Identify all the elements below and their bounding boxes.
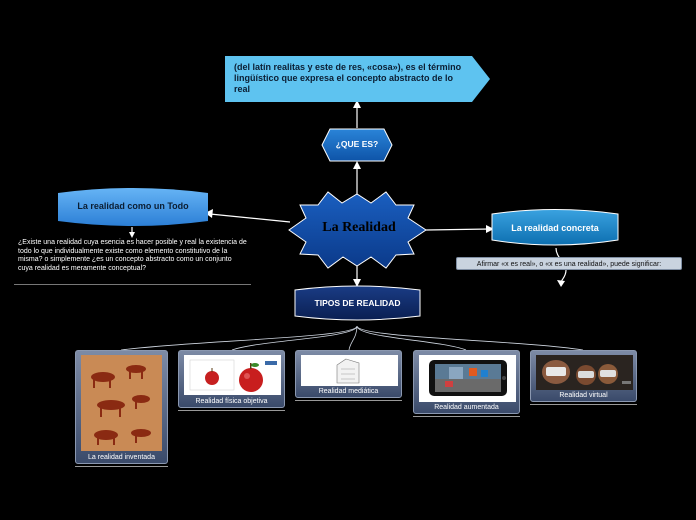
type-caption: Realidad virtual [559,392,608,399]
definition-callout [225,56,490,102]
type-caption: Realidad aumentada [434,404,499,411]
concrete-label[interactable]: La realidad concreta [511,223,599,233]
type-caption: Realidad física objetiva [195,398,268,405]
types-node [294,285,421,321]
type-card-media[interactable]: Realidad mediática [295,350,402,398]
type-card-augmented[interactable]: Realidad aumentada [413,350,520,414]
question-node [321,128,393,162]
card-underline [413,416,520,417]
card-underline [75,466,168,467]
definition-text: (del latín realitas y este de res, «cosa… [234,62,462,94]
virtual-reality-image [536,355,633,390]
type-caption: Realidad mediática [318,388,379,395]
card-underline [178,410,285,411]
card-underline [295,400,402,401]
center-star [288,191,427,269]
card-underline [530,404,637,405]
whole-node [58,188,208,226]
type-card-physical[interactable]: Realidad física objetiva [178,350,285,408]
types-label[interactable]: TIPOS DE REALIDAD [314,298,401,308]
whole-label[interactable]: La realidad como un Todo [77,201,189,211]
type-card-virtual[interactable]: Realidad virtual [530,350,637,402]
media-image [301,355,398,386]
question-label[interactable]: ¿QUE ES? [335,139,379,149]
type-caption: La realidad inventada [88,454,155,461]
augmented-phone-image [419,355,516,402]
whole-description: ¿Existe una realidad cuya esencia es hac… [18,239,247,272]
apple-image [184,355,281,395]
concrete-node [491,209,619,246]
concrete-note[interactable]: Afirmar «x es real», o «x es una realida… [456,257,682,270]
cave-painting-image [81,355,162,451]
central-topic-label[interactable]: La Realidad [322,220,396,235]
whole-underline [14,284,251,285]
type-card-invented[interactable]: La realidad inventada [75,350,168,464]
